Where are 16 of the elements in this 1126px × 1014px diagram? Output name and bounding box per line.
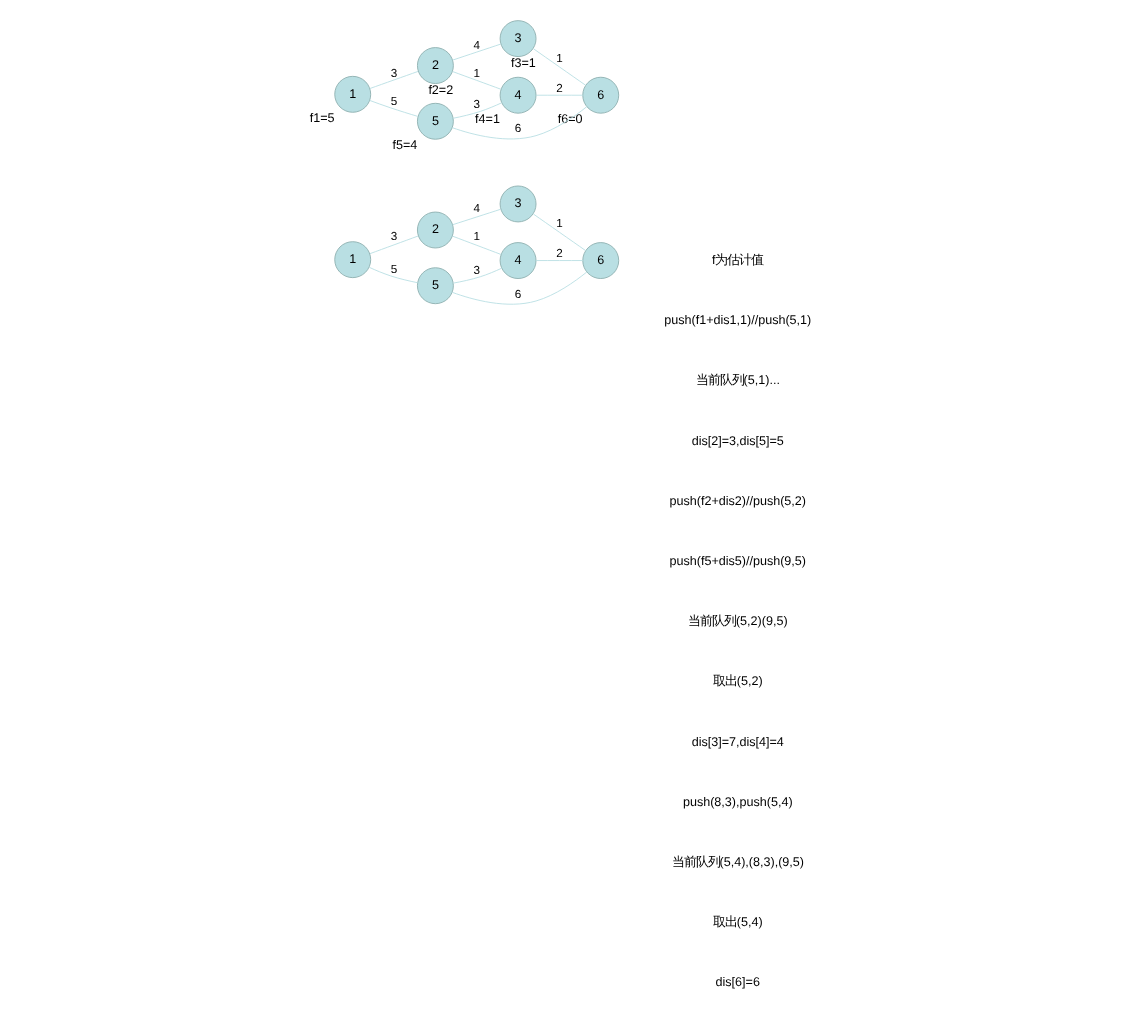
connector — [532, 213, 586, 251]
connector — [452, 102, 503, 119]
connector — [452, 267, 503, 284]
connector — [452, 71, 502, 90]
connector — [452, 43, 502, 61]
connector — [535, 260, 584, 261]
connector — [452, 235, 502, 255]
connector — [369, 70, 419, 89]
connector — [369, 235, 419, 255]
connector — [532, 48, 586, 86]
connector — [452, 208, 502, 226]
connector — [452, 271, 588, 305]
connector — [369, 99, 419, 117]
connector — [452, 106, 588, 140]
connector — [368, 266, 418, 284]
connector — [535, 94, 584, 96]
